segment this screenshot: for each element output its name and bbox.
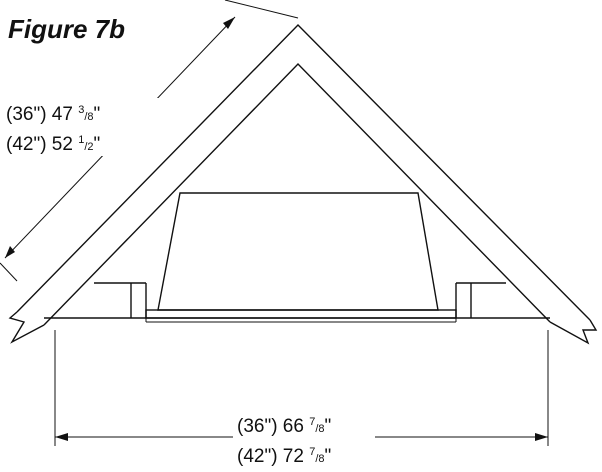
leg-dimension-36: (36") 47 3/8" bbox=[6, 104, 100, 125]
enclosure-inner-edge bbox=[43, 62, 551, 326]
left-framing bbox=[94, 282, 147, 318]
figure-title: Figure 7b bbox=[8, 14, 125, 44]
leg-dimension-42: (42") 52 1/2" bbox=[6, 134, 100, 155]
leg-dimension-text: (36") 47 3/8" (42") 52 1/2" bbox=[2, 98, 164, 156]
firebox bbox=[145, 192, 457, 323]
right-framing bbox=[455, 282, 506, 318]
right-wall-break bbox=[549, 319, 598, 345]
enclosure-outer-edge bbox=[16, 24, 591, 321]
base-dimension-42: (42") 72 7/8" bbox=[237, 446, 331, 467]
left-wall-break bbox=[8, 311, 45, 344]
base-dimension-36: (36") 66 7/8" bbox=[237, 416, 331, 437]
base-dimension-text: (36") 66 7/8" (42") 72 7/8" bbox=[233, 408, 375, 472]
